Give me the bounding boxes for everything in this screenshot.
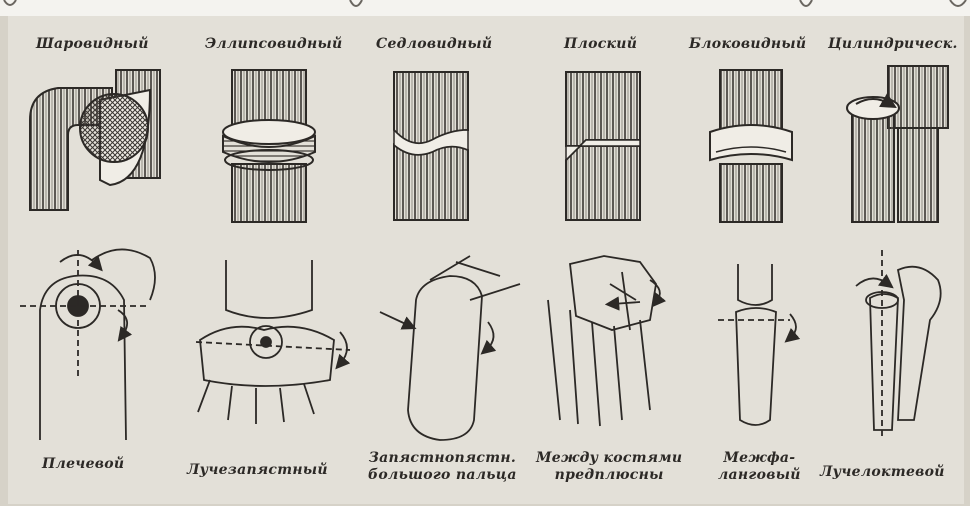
spherical-joint-model (30, 70, 160, 210)
cylindrical-joint-model (847, 66, 948, 222)
tarsal-joint-sketch (548, 256, 660, 426)
wrist-joint-sketch (196, 260, 350, 424)
thumb-carpometacarpal-sketch (380, 256, 520, 440)
flat-joint-model (566, 72, 640, 220)
interphalangeal-joint-sketch (718, 264, 796, 425)
saddle-joint-model (394, 72, 468, 220)
shoulder-joint-sketch (20, 249, 155, 440)
trochlear-joint-model (710, 70, 792, 222)
ellipsoid-joint-model (223, 70, 315, 222)
radioulnar-joint-sketch (856, 250, 941, 440)
